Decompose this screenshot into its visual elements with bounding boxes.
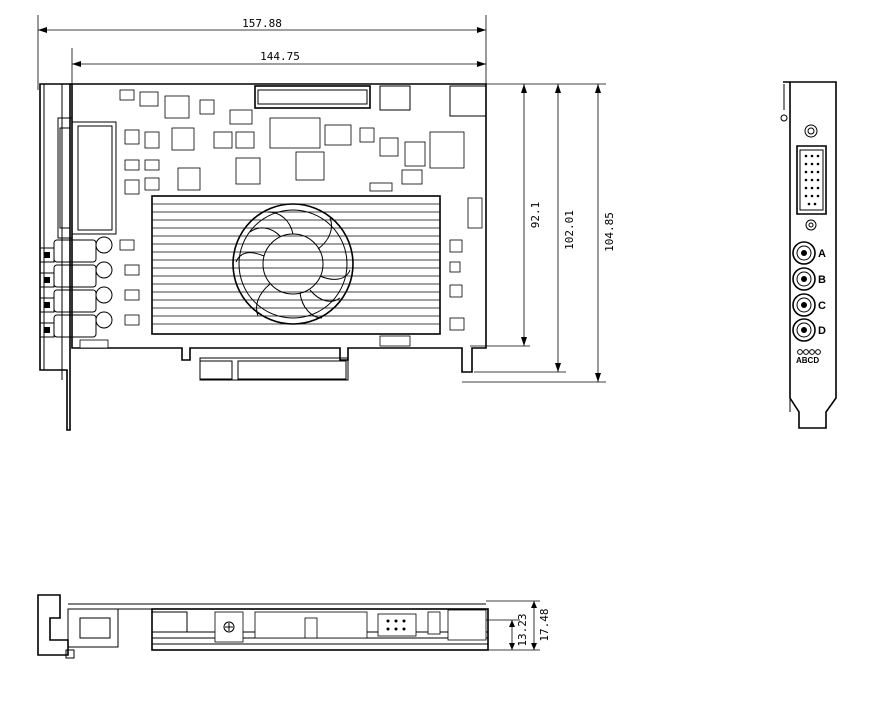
- dimension-heights: 92.1 102.01 104.85: [462, 83, 616, 383]
- led-strip: ABCD: [796, 349, 821, 365]
- bnc-d: D: [792, 318, 826, 342]
- bnc-label-d: D: [818, 325, 826, 337]
- top-view: 157.88 144.75: [37, 15, 616, 431]
- dimension-label-side-a: 13.23: [516, 613, 529, 646]
- bnc-label-b: B: [818, 274, 826, 286]
- side-view: 13.23 17.48: [37, 594, 551, 659]
- dimension-label-height-a: 92.1: [529, 202, 542, 229]
- dimension-label-side-b: 17.48: [538, 608, 551, 641]
- db-connector-pins: [804, 154, 820, 206]
- dimension-board-length: 144.75: [71, 48, 486, 85]
- dimension-label-overall: 157.88: [242, 17, 282, 30]
- mounting-bracket: [39, 83, 73, 431]
- pcb-outline: [70, 83, 487, 381]
- header-connector: [254, 85, 487, 169]
- dimension-overall-length: 157.88: [37, 15, 487, 90]
- bracket-front-view: A B C D ABCD: [780, 81, 837, 429]
- heat-sink: [151, 195, 441, 335]
- bnc-bodies: [53, 236, 113, 338]
- bnc-b: B: [792, 267, 826, 291]
- bnc-c: C: [792, 293, 826, 317]
- dimension-label-height-c: 104.85: [603, 212, 616, 252]
- dimension-label-height-b: 102.01: [563, 210, 576, 250]
- components: [79, 89, 483, 349]
- db-connector-body: [71, 121, 117, 235]
- dimension-label-board: 144.75: [260, 50, 300, 63]
- bnc-label-c: C: [818, 300, 826, 312]
- bnc-a: A: [792, 241, 826, 265]
- bnc-label-a: A: [818, 248, 826, 260]
- led-strip-label: ABCD: [796, 356, 819, 365]
